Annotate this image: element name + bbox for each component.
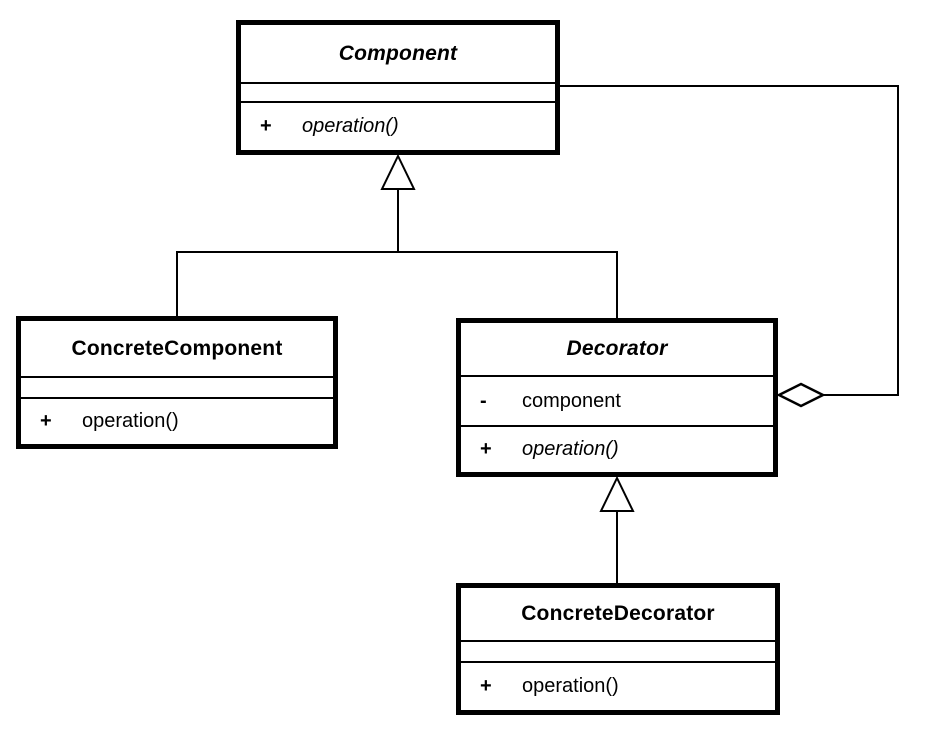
aggregation-diamond-icon [776,382,826,408]
methods-section-component: + operation() [241,101,555,150]
inheritance-triangle-icon [380,153,416,190]
methods-section-concrete-decorator: + operation() [461,661,775,710]
class-box-concrete-decorator: ConcreteDecorator + operation() [456,583,780,715]
class-box-component: Component + operation() [236,20,560,155]
method-row: + operation() [241,103,555,150]
inheritance-triangle-icon [599,475,635,512]
method-row: + operation() [461,427,773,472]
class-box-decorator: Decorator - component + operation() [456,318,778,477]
generalization-branch-line [176,251,618,318]
methods-section-concrete-component: + operation() [21,397,333,444]
method-label: operation() [302,115,399,137]
visibility-sign: + [480,675,492,697]
aggregation-decorator-component [558,85,899,408]
class-box-concrete-component: ConcreteComponent + operation() [16,316,338,449]
visibility-sign: + [480,438,492,460]
attributes-section-concrete-decorator [461,640,775,661]
method-row: + operation() [21,399,333,444]
class-name-concrete-component: ConcreteComponent [71,336,283,360]
method-label: operation() [522,438,619,460]
generalization-to-component [176,153,618,318]
methods-section-decorator: + operation() [461,425,773,472]
aggregation-line [558,85,899,396]
generalization-to-decorator [599,475,635,584]
attributes-section-concrete-component [21,376,333,397]
method-row: + operation() [461,663,775,710]
visibility-sign: + [260,115,272,137]
class-name-component: Component [338,41,458,65]
method-label: operation() [82,410,179,432]
class-name-concrete-decorator: ConcreteDecorator [521,602,715,625]
attribute-row: - component [461,377,773,425]
attributes-section-decorator: - component [461,375,773,425]
attribute-label: component [522,389,621,412]
attributes-section-component [241,82,555,101]
class-name-decorator: Decorator [566,337,668,360]
visibility-sign: - [480,389,487,412]
visibility-sign: + [40,410,52,432]
method-label: operation() [522,675,619,697]
